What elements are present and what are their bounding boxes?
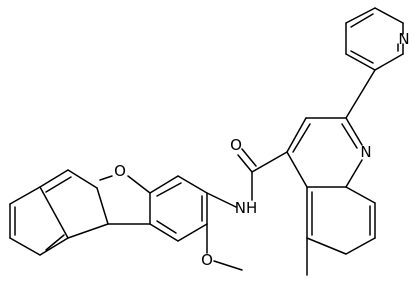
quinoline-nitrogen-label: N	[360, 143, 371, 161]
bond	[39, 186, 69, 239]
bond	[286, 151, 308, 188]
atom-labels: O O NH N N O	[114, 30, 410, 269]
bond	[213, 260, 243, 271]
bond	[39, 237, 69, 256]
bond	[345, 186, 376, 204]
bond	[9, 186, 41, 205]
bond	[241, 148, 257, 167]
bond	[9, 237, 41, 256]
bond	[251, 151, 288, 173]
bond	[67, 223, 109, 239]
carbonyl-oxygen-label: O	[230, 136, 242, 154]
bond	[374, 53, 404, 71]
bond	[345, 7, 376, 24]
bond	[39, 169, 69, 188]
bond	[292, 123, 311, 153]
bond	[67, 169, 98, 189]
bond	[177, 175, 208, 194]
bond	[345, 117, 363, 146]
bond	[156, 220, 177, 234]
bond	[345, 237, 376, 255]
bond	[286, 117, 307, 153]
bond	[237, 154, 253, 173]
methoxy-oxygen-label: O	[201, 251, 213, 269]
bond	[45, 234, 65, 251]
bond	[350, 13, 374, 28]
bonds	[9, 7, 404, 276]
bond	[149, 175, 179, 194]
bond	[374, 7, 404, 24]
bond	[206, 192, 237, 208]
bond	[306, 237, 347, 255]
bond	[345, 69, 376, 119]
bond	[177, 223, 208, 242]
bond	[96, 187, 109, 225]
bond	[127, 175, 151, 194]
pyridine-nitrogen-label: N	[398, 30, 409, 48]
bond	[149, 223, 179, 242]
amide-nitrogen-label: NH	[235, 199, 258, 217]
furan-oxygen-label: O	[114, 162, 126, 180]
bond	[345, 159, 363, 188]
bond	[345, 53, 376, 71]
bond	[45, 176, 72, 193]
bond	[350, 50, 374, 64]
bond	[156, 182, 182, 197]
bond	[341, 123, 358, 149]
bond	[99, 175, 113, 181]
